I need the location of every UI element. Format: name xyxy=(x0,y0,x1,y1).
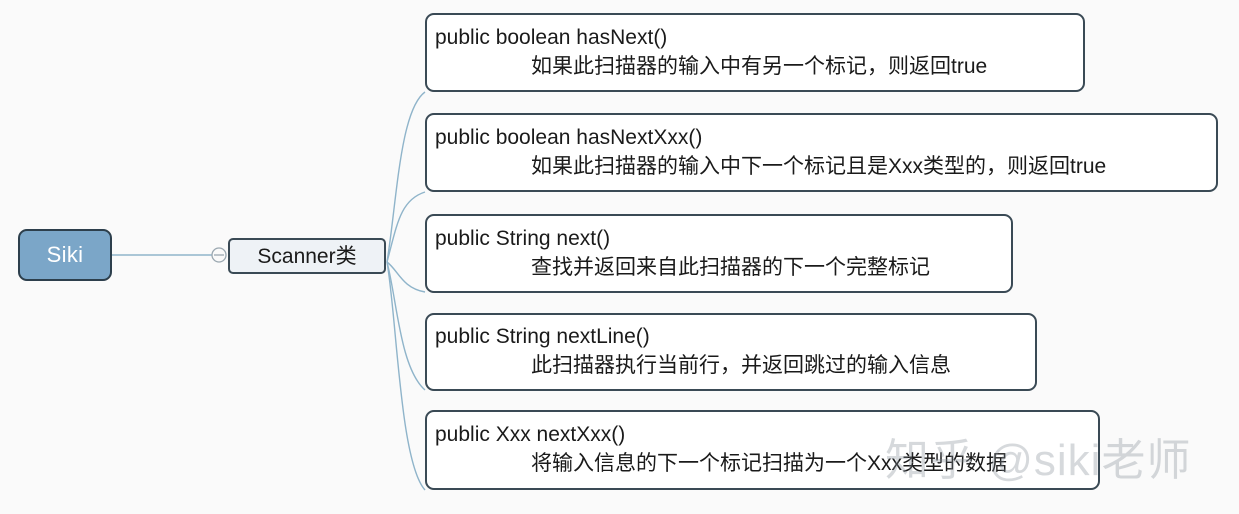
root-node-siki[interactable]: Siki xyxy=(18,229,112,281)
root-node-label: Siki xyxy=(46,242,84,267)
connector-to-leaf-4 xyxy=(386,261,426,391)
method-signature: public Xxx nextXxx() xyxy=(435,423,626,447)
method-signature: public boolean hasNext() xyxy=(435,25,668,49)
connector-to-leaf-5 xyxy=(386,261,426,491)
method-signature: public String next() xyxy=(435,226,611,250)
branch-node-scanner[interactable]: Scanner类 xyxy=(228,238,386,274)
leaf-node-has-next-xxx[interactable]: public boolean hasNextXxx() 如果此扫描器的输入中下一… xyxy=(425,113,1218,192)
connector-to-leaf-3 xyxy=(386,261,426,293)
method-description: 如果此扫描器的输入中下一个标记且是Xxx类型的，则返回true xyxy=(531,154,1107,178)
leaf-node-next-xxx[interactable]: public Xxx nextXxx() 将输入信息的下一个标记扫描为一个Xxx… xyxy=(425,410,1100,490)
method-description: 查找并返回来自此扫描器的下一个完整标记 xyxy=(531,255,930,279)
connector-to-leaf-2 xyxy=(386,191,426,263)
method-description: 将输入信息的下一个标记扫描为一个Xxx类型的数据 xyxy=(531,452,1008,475)
method-description: 如果此扫描器的输入中有另一个标记，则返回true xyxy=(531,54,988,78)
leaf-node-next-line[interactable]: public String nextLine() 此扫描器执行当前行，并返回跳过… xyxy=(425,313,1037,391)
leaf-node-has-next[interactable]: public boolean hasNext() 如果此扫描器的输入中有另一个标… xyxy=(425,13,1085,92)
connector-to-leaf-1 xyxy=(386,91,426,263)
method-description: 此扫描器执行当前行，并返回跳过的输入信息 xyxy=(531,354,951,377)
leaf-node-next[interactable]: public String next() 查找并返回来自此扫描器的下一个完整标记 xyxy=(425,214,1013,293)
minus-circle-icon[interactable] xyxy=(211,247,227,263)
method-signature: public boolean hasNextXxx() xyxy=(435,125,703,149)
branch-node-label: Scanner类 xyxy=(257,244,357,268)
method-signature: public String nextLine() xyxy=(435,325,650,349)
